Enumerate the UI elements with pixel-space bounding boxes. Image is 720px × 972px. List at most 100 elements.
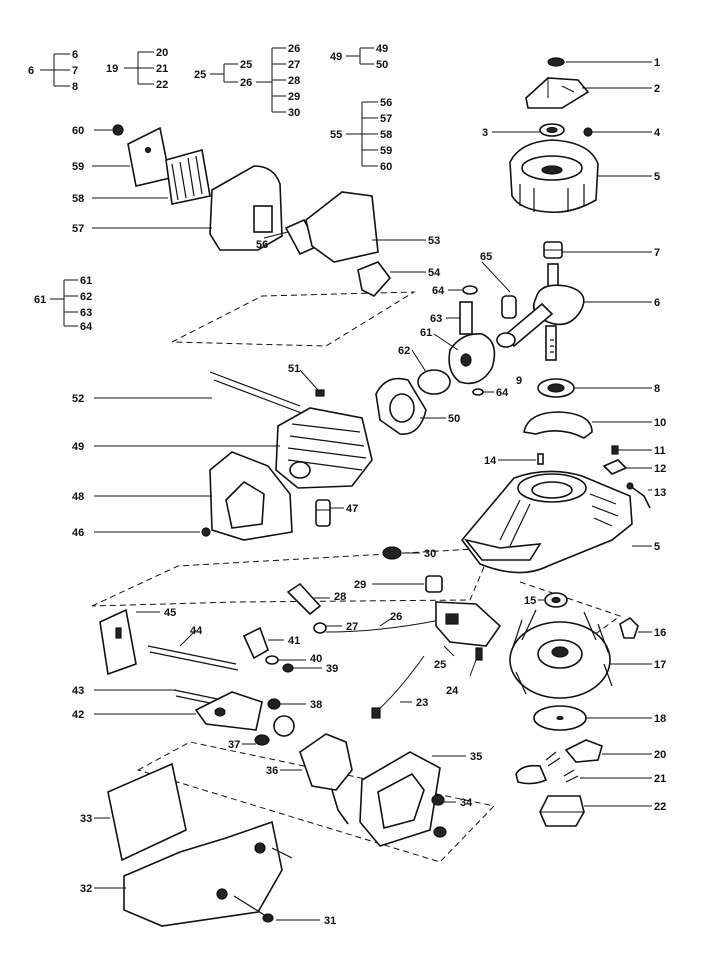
group-19-child-3: 22 bbox=[156, 79, 168, 91]
group-61-child-3: 63 bbox=[80, 307, 92, 319]
label-29: 29 bbox=[354, 579, 366, 591]
label-28: 28 bbox=[334, 591, 346, 603]
part-gasket-45 bbox=[99, 608, 137, 676]
label-37: 37 bbox=[228, 739, 240, 751]
group-25-child-4: 29 bbox=[288, 91, 300, 103]
leader-lines bbox=[92, 61, 652, 921]
group-25-child-2: 27 bbox=[288, 59, 300, 71]
label-60: 60 bbox=[72, 125, 84, 137]
label-22: 22 bbox=[654, 801, 666, 813]
part-muffler-57 bbox=[209, 165, 283, 251]
label-20: 20 bbox=[654, 749, 666, 761]
part-lead-wire-26 bbox=[325, 619, 441, 633]
part-washer-15 bbox=[544, 592, 568, 608]
part-clutch-shoe-22 bbox=[539, 795, 585, 827]
part-bearing-7 bbox=[543, 241, 563, 259]
group-55-child-4: 59 bbox=[380, 145, 392, 157]
label-53: 53 bbox=[428, 235, 440, 247]
part-boot-28 bbox=[286, 582, 322, 616]
label-41: 41 bbox=[288, 635, 300, 647]
label-14: 14 bbox=[484, 455, 497, 467]
group-55-child-2: 57 bbox=[380, 113, 392, 125]
part-pin-14 bbox=[537, 453, 544, 465]
group-19-parent: 19 bbox=[106, 63, 118, 75]
label-52: 52 bbox=[72, 393, 84, 405]
part-screw-51 bbox=[315, 389, 325, 397]
part-pin-65 bbox=[501, 295, 517, 319]
part-screw-4 bbox=[583, 127, 593, 137]
group-legend-19: 19 20 21 22 bbox=[106, 47, 168, 91]
label-44: 44 bbox=[190, 625, 203, 637]
label-54: 54 bbox=[428, 267, 441, 279]
part-nut-39 bbox=[282, 663, 294, 673]
part-screw-60 bbox=[112, 124, 124, 136]
group-61-parent: 61 bbox=[34, 294, 46, 306]
label-33: 33 bbox=[80, 813, 92, 825]
group-legend-49: 49 49 50 bbox=[330, 43, 388, 71]
group-25-parent: 25 bbox=[194, 69, 206, 81]
part-air-filter-35 bbox=[359, 751, 441, 847]
label-43: 43 bbox=[72, 685, 84, 697]
group-55-child-5: 60 bbox=[380, 161, 392, 173]
label-64a: 64 bbox=[432, 285, 445, 297]
group-legend-55: 55 56 57 58 59 60 bbox=[330, 97, 392, 173]
part-flywheel-17 bbox=[509, 609, 613, 699]
group-19-child-2: 21 bbox=[156, 63, 168, 75]
label-21: 21 bbox=[654, 773, 666, 785]
group-61-child-4: 64 bbox=[80, 321, 93, 333]
label-51: 51 bbox=[288, 363, 300, 375]
label-13: 13 bbox=[654, 487, 666, 499]
part-grommet-27 bbox=[313, 622, 327, 634]
part-housing-5 bbox=[509, 139, 599, 214]
group-25-child-3: 28 bbox=[288, 75, 300, 87]
label-5b: 5 bbox=[654, 541, 660, 553]
part-bearing-3 bbox=[539, 123, 565, 137]
part-nut-30 bbox=[382, 546, 402, 560]
label-50: 50 bbox=[448, 413, 460, 425]
part-clamp-41 bbox=[242, 626, 269, 660]
label-65: 65 bbox=[480, 251, 492, 263]
part-ring-62 bbox=[417, 369, 451, 395]
label-3: 3 bbox=[482, 127, 488, 139]
part-shield-53 bbox=[305, 191, 379, 263]
label-49: 49 bbox=[72, 441, 84, 453]
label-45: 45 bbox=[164, 607, 176, 619]
group-legend-61: 61 61 62 63 64 bbox=[34, 275, 93, 333]
group-6-child-2: 7 bbox=[72, 65, 78, 77]
part-clutch-shoe-20 bbox=[545, 739, 603, 767]
label-6: 6 bbox=[654, 297, 660, 309]
label-48: 48 bbox=[72, 491, 84, 503]
part-circlip-64b bbox=[472, 388, 484, 396]
part-carburetor-36 bbox=[273, 715, 353, 825]
group-19-child-1: 20 bbox=[156, 47, 168, 59]
part-screw-31 bbox=[233, 847, 293, 923]
part-screw-38 bbox=[267, 698, 281, 710]
label-15: 15 bbox=[524, 595, 536, 607]
part-screw-24 bbox=[475, 647, 483, 661]
label-59: 59 bbox=[72, 161, 84, 173]
label-12: 12 bbox=[654, 463, 666, 475]
part-cover-32 bbox=[123, 820, 283, 927]
label-30: 30 bbox=[424, 548, 436, 560]
part-bracket-29 bbox=[425, 575, 443, 593]
label-7: 7 bbox=[654, 247, 660, 259]
part-bolt-44 bbox=[147, 645, 239, 671]
group-61-child-2: 62 bbox=[80, 291, 92, 303]
label-38: 38 bbox=[310, 699, 322, 711]
label-32: 32 bbox=[80, 883, 92, 895]
group-55-child-1: 56 bbox=[380, 97, 392, 109]
label-8: 8 bbox=[654, 383, 660, 395]
part-gasket-50 bbox=[375, 377, 427, 435]
label-36: 36 bbox=[266, 765, 278, 777]
part-wire-23 bbox=[371, 655, 425, 719]
group-25-mid-2: 26 bbox=[240, 77, 252, 89]
part-spark-plug-47 bbox=[315, 499, 331, 527]
label-39: 39 bbox=[326, 663, 338, 675]
label-9: 9 bbox=[516, 375, 522, 387]
part-gasket-10 bbox=[523, 411, 593, 439]
part-circlip-64a bbox=[462, 285, 478, 295]
group-55-parent: 55 bbox=[330, 129, 342, 141]
label-26: 26 bbox=[390, 611, 402, 623]
label-62: 62 bbox=[398, 345, 410, 357]
label-57: 57 bbox=[72, 223, 84, 235]
